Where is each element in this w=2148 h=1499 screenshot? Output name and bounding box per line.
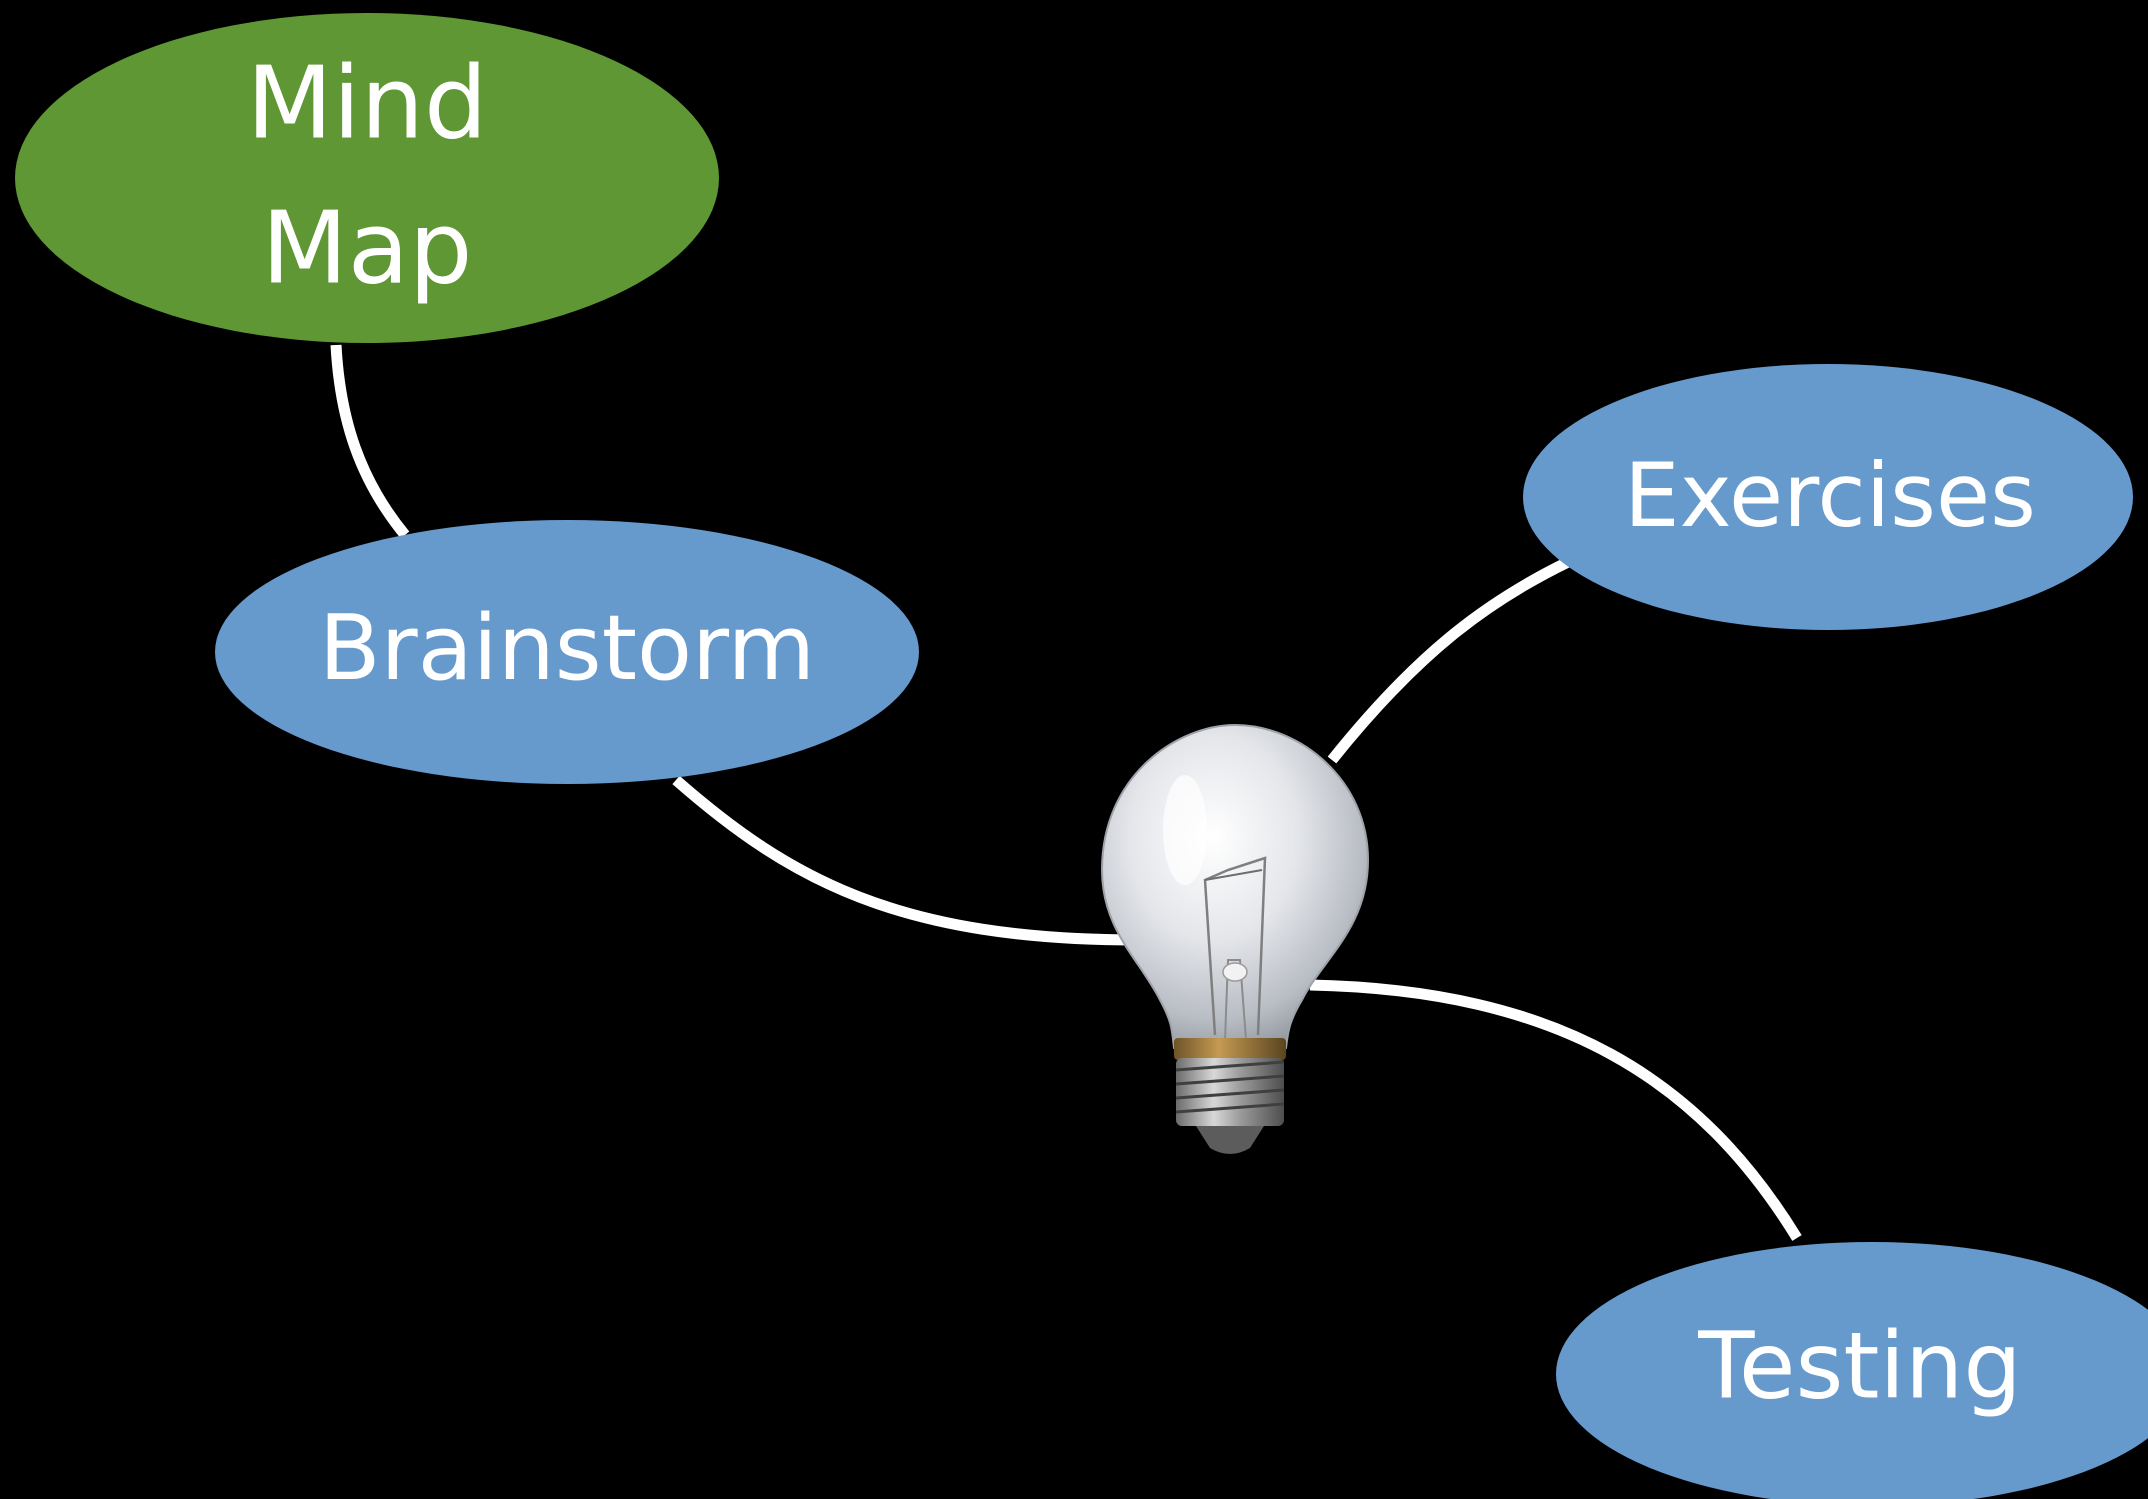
- brainstorm-node: Brainstorm: [215, 520, 919, 784]
- testing-node-shape: [1556, 1242, 2148, 1499]
- connector-bulb-exercises: [1327, 557, 1571, 764]
- connector-brainstorm-bulb: [672, 775, 1139, 946]
- connector-bulb-testing: [1309, 979, 1802, 1241]
- testing-label: Testing: [1697, 1312, 2021, 1419]
- mind-map-label-line1: Mind: [247, 44, 488, 161]
- light-bulb-icon: [1100, 723, 1370, 1154]
- mind-map-node-shape: [15, 13, 719, 343]
- exercises-node-shape: [1523, 364, 2133, 630]
- mind-map-label-line2: Map: [261, 189, 472, 306]
- exercises-node: Exercises: [1523, 364, 2133, 630]
- brainstorm-label: Brainstorm: [319, 596, 815, 701]
- mind-map-node: Mind Map: [15, 13, 719, 343]
- testing-node: Testing: [1556, 1242, 2148, 1499]
- exercises-label: Exercises: [1624, 444, 2036, 547]
- brainstorm-node-shape: [215, 520, 919, 784]
- connector-mindmap-brainstorm: [330, 344, 410, 539]
